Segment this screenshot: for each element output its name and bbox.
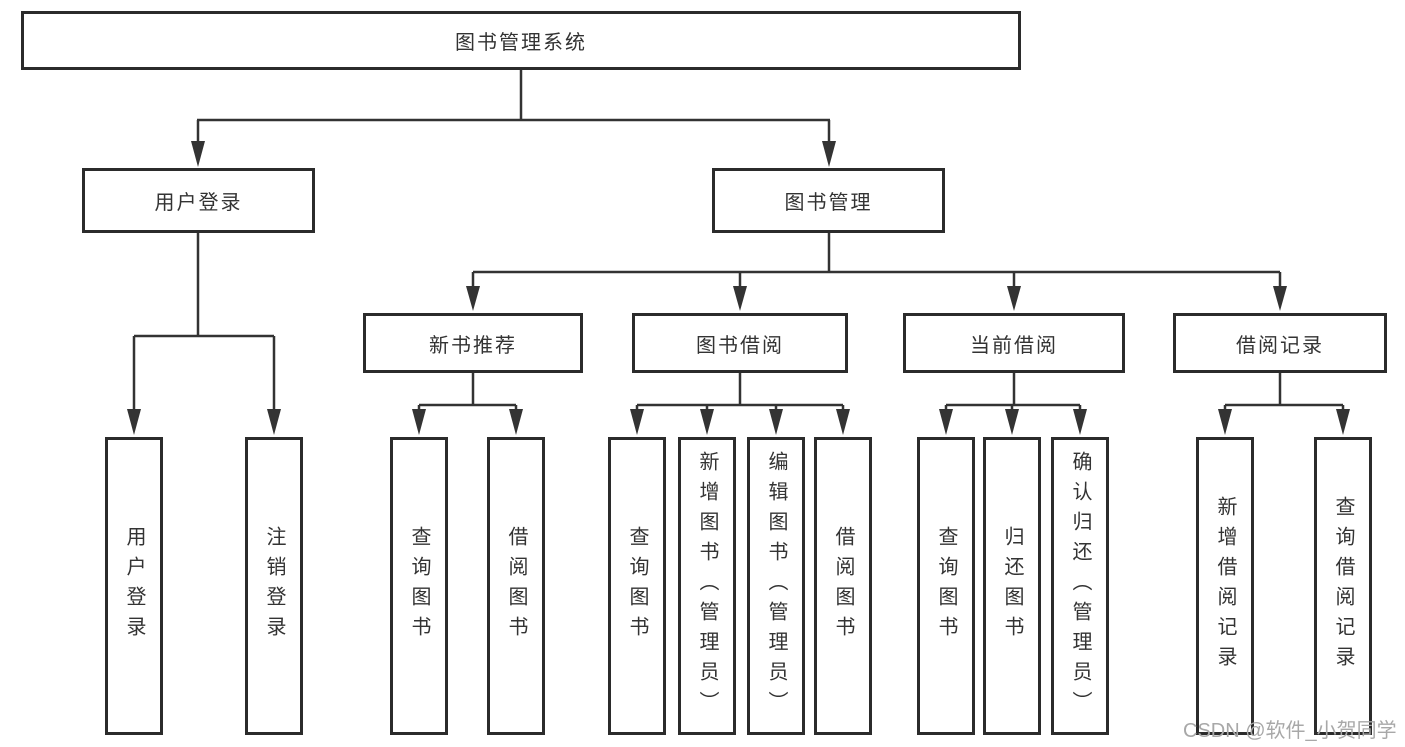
node-current-borrow: 当前借阅 bbox=[903, 313, 1125, 373]
node-borrow-record: 借阅记录 bbox=[1173, 313, 1387, 373]
node-book-management-label: 图书管理 bbox=[784, 192, 873, 214]
leaf-record-query-label: 查询借阅记录 bbox=[1332, 496, 1354, 676]
leaf-record-add-label: 新增借阅记录 bbox=[1214, 496, 1236, 676]
leaf-record-query: 查询借阅记录 bbox=[1314, 437, 1372, 735]
leaf-record-add: 新增借阅记录 bbox=[1196, 437, 1254, 735]
leaf-borrow-query: 查询图书 bbox=[608, 437, 666, 735]
leaf-newbook-borrow: 借阅图书 bbox=[487, 437, 545, 735]
node-user-login-label: 用户登录 bbox=[154, 192, 243, 214]
leaf-borrow-add-label: 新增图书（管理员） bbox=[696, 451, 718, 721]
leaf-borrow-edit: 编辑图书（管理员） bbox=[747, 437, 805, 735]
leaf-user-login-label: 用户登录 bbox=[123, 526, 145, 646]
leaf-borrow-edit-label: 编辑图书（管理员） bbox=[765, 451, 787, 721]
node-root-label: 图书管理系统 bbox=[455, 32, 587, 54]
node-borrow-record-label: 借阅记录 bbox=[1236, 334, 1324, 357]
leaf-current-return-label: 归还图书 bbox=[1001, 526, 1023, 646]
leaf-logout-label: 注销登录 bbox=[263, 526, 285, 646]
leaf-newbook-query-label: 查询图书 bbox=[408, 526, 430, 646]
leaf-current-query-label: 查询图书 bbox=[935, 526, 957, 646]
node-new-book-recommend-label: 新书推荐 bbox=[429, 334, 517, 357]
watermark: CSDN @软件_小贺同学 bbox=[1183, 720, 1397, 742]
node-user-login: 用户登录 bbox=[82, 168, 315, 233]
node-book-borrow: 图书借阅 bbox=[632, 313, 848, 373]
leaf-newbook-query: 查询图书 bbox=[390, 437, 448, 735]
node-root: 图书管理系统 bbox=[21, 11, 1021, 70]
node-current-borrow-label: 当前借阅 bbox=[970, 334, 1058, 357]
node-book-management: 图书管理 bbox=[712, 168, 945, 233]
leaf-current-confirm-label: 确认归还（管理员） bbox=[1069, 451, 1091, 721]
leaf-newbook-borrow-label: 借阅图书 bbox=[505, 526, 527, 646]
leaf-borrow-add: 新增图书（管理员） bbox=[678, 437, 736, 735]
node-new-book-recommend: 新书推荐 bbox=[363, 313, 583, 373]
leaf-current-confirm: 确认归还（管理员） bbox=[1051, 437, 1109, 735]
leaf-current-return: 归还图书 bbox=[983, 437, 1041, 735]
leaf-current-query: 查询图书 bbox=[917, 437, 975, 735]
leaf-borrow-book-label: 借阅图书 bbox=[832, 526, 854, 646]
leaf-borrow-query-label: 查询图书 bbox=[626, 526, 648, 646]
leaf-borrow-book: 借阅图书 bbox=[814, 437, 872, 735]
node-book-borrow-label: 图书借阅 bbox=[696, 334, 784, 357]
leaf-user-login: 用户登录 bbox=[105, 437, 163, 735]
leaf-logout: 注销登录 bbox=[245, 437, 303, 735]
